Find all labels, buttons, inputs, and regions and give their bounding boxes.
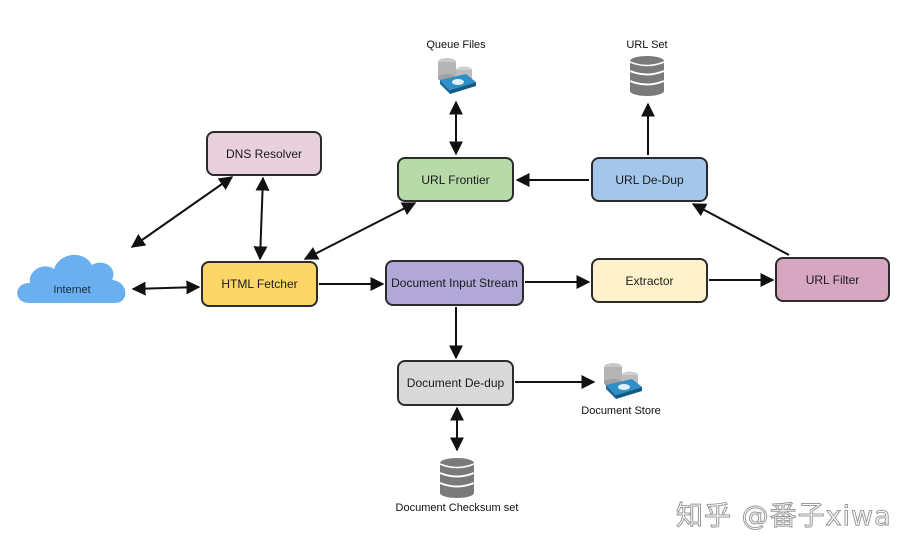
edges-layer: [130, 100, 790, 452]
html-fetcher-label: HTML Fetcher: [221, 277, 298, 291]
extractor-node[interactable]: Extractor: [591, 258, 708, 303]
internet-label: Internet: [53, 284, 91, 296]
internet-cloud-icon: [17, 254, 126, 303]
document-input-stream-label: Document Input Stream: [391, 276, 518, 290]
url-dedup-label: URL De-Dup: [615, 172, 684, 187]
edge-internet-to-dns-resolver: [130, 176, 234, 248]
document-input-stream-node[interactable]: Document Input Stream: [385, 260, 524, 306]
url-frontier-node[interactable]: URL Frontier: [397, 157, 514, 202]
url-filter-node[interactable]: URL Filter: [775, 257, 890, 302]
document-dedup-node[interactable]: Document De-dup: [397, 360, 514, 406]
watermark: 知乎 @番子xiwa: [676, 501, 892, 533]
url-frontier-label: URL Frontier: [421, 172, 490, 187]
checksum-set-label: Document Checksum set: [395, 502, 519, 514]
url-dedup-node[interactable]: URL De-Dup: [591, 157, 708, 202]
edge-html-fetcher-to-url-frontier: [303, 202, 417, 260]
document-dedup-label: Document De-dup: [406, 376, 505, 390]
queue-files-label: Queue Files: [426, 39, 486, 51]
queue-files-storage-icon: [438, 58, 476, 94]
edge-url-filter-to-url-dedup: [691, 203, 790, 256]
dns-resolver-label: DNS Resolver: [225, 146, 303, 161]
html-fetcher-node[interactable]: HTML Fetcher: [201, 261, 318, 307]
url-set-label: URL Set: [626, 39, 668, 51]
document-store-label: Document Store: [581, 405, 661, 417]
checksum-set-database-icon: [439, 458, 475, 498]
extractor-label: Extractor: [625, 273, 674, 288]
url-filter-label: URL Filter: [805, 272, 860, 287]
edge-internet-to-html-fetcher: [131, 280, 201, 296]
edge-html-fetcher-to-dns-resolver: [253, 176, 270, 261]
dns-resolver-node[interactable]: DNS Resolver: [206, 131, 322, 176]
document-store-storage-icon: [604, 363, 642, 399]
url-set-database-icon: [629, 56, 665, 96]
